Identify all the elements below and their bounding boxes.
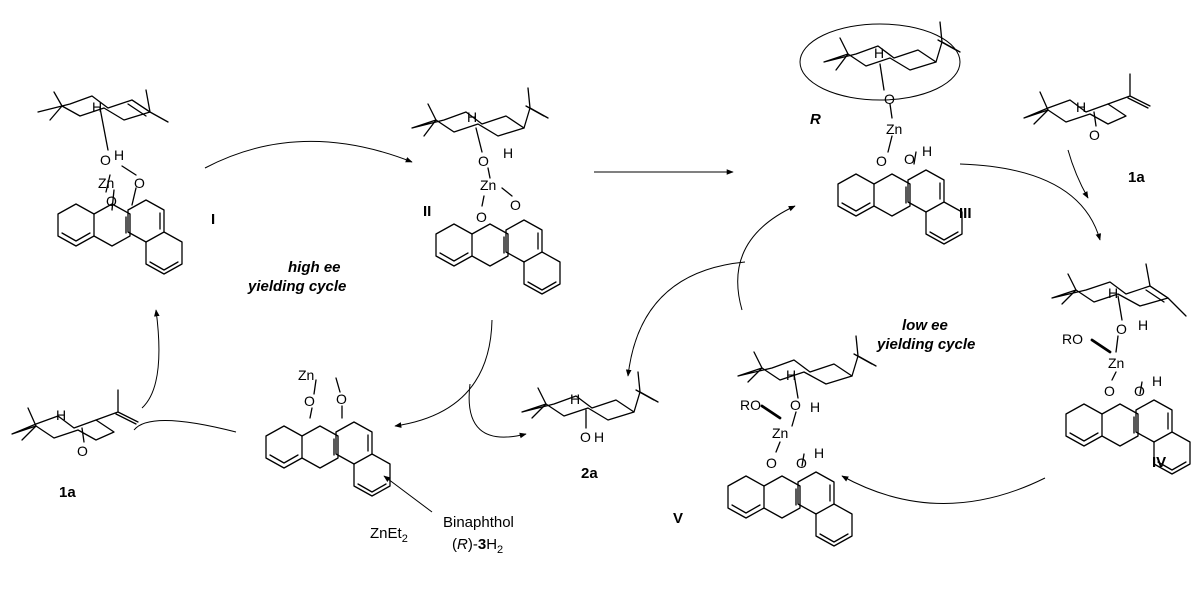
label-V: V (673, 510, 683, 527)
label-II: II (423, 203, 431, 220)
label-I: I (211, 211, 215, 228)
atom-H: H (786, 367, 796, 383)
atom-O: O (904, 151, 915, 167)
atom-O: O (304, 393, 315, 409)
atom-O: O (1134, 383, 1145, 399)
atom-Zn: Zn (298, 367, 314, 383)
atom-O: O (766, 455, 777, 471)
atom-H: H (503, 145, 513, 161)
label-III: III (959, 205, 972, 222)
atom-O: O (1089, 127, 1100, 143)
atom-O: O (580, 429, 591, 445)
atom-O: O (796, 455, 807, 471)
atom-RO: RO (740, 397, 761, 413)
atom-H: H (570, 391, 580, 407)
atom-O: O (1116, 321, 1127, 337)
structure-I: H O H Zn O O I (37, 89, 215, 275)
reaction-arrows (133, 140, 1102, 513)
atom-O: O (790, 397, 801, 413)
label-R: R (810, 111, 821, 128)
atom-Zn: Zn (886, 121, 902, 137)
atom-H: H (922, 143, 932, 159)
atom-O: O (1104, 383, 1115, 399)
structure-II: H O H Zn O O II (411, 87, 561, 295)
znet2-label: ZnEt2 (370, 525, 408, 545)
highlight-ellipse (799, 23, 961, 101)
atom-O: O (876, 153, 887, 169)
atom-Zn: Zn (98, 175, 114, 191)
label-1a-top: 1a (1128, 169, 1145, 186)
structure-2a: O H H 2a (521, 371, 659, 482)
atom-O: O (884, 91, 895, 107)
label-1a-bottom: 1a (59, 484, 76, 501)
atom-O: O (134, 175, 145, 191)
atom-H: H (1108, 285, 1118, 301)
atom-H: H (114, 147, 124, 163)
atom-H: H (814, 445, 824, 461)
atom-H: H (56, 407, 66, 423)
structure-III: H O Zn O O H R III (799, 21, 972, 245)
atom-H: H (1138, 317, 1148, 333)
low-ee-cycle-label: yielding cycle (876, 336, 975, 353)
atom-O: O (476, 209, 487, 225)
atom-Zn: Zn (772, 425, 788, 441)
atom-O: O (100, 152, 111, 168)
atom-RO: RO (1062, 331, 1083, 347)
atom-H: H (594, 429, 604, 445)
high-ee-cycle-label: yielding cycle (247, 278, 346, 295)
atom-H: H (874, 45, 884, 61)
atom-O: O (510, 197, 521, 213)
atom-O: O (77, 443, 88, 459)
structure-V: RO O H Zn O O H H V (673, 335, 877, 547)
atom-H: H (467, 109, 477, 125)
atom-H: H (810, 399, 820, 415)
atom-H: H (1152, 373, 1162, 389)
atom-O: O (478, 153, 489, 169)
structure-1a-bottom: O H 1a (11, 389, 139, 501)
zn-binaphtholate: Zn O O (265, 367, 391, 497)
atom-Zn: Zn (480, 177, 496, 193)
atom-H: H (1076, 99, 1086, 115)
binaphthol-label: Binaphthol (443, 514, 514, 531)
high-ee-label: high ee (288, 259, 341, 276)
r3h2-label: (R)-3H2 (452, 536, 503, 556)
label-IV: IV (1152, 454, 1166, 471)
low-ee-label: low ee (902, 317, 948, 334)
atom-Zn: Zn (1108, 355, 1124, 371)
structure-1a-top: O H 1a (1023, 73, 1151, 186)
atom-H: H (92, 99, 102, 115)
atom-O: O (336, 391, 347, 407)
structure-IV: RO O H Zn O O H H IV (1051, 263, 1191, 475)
label-2a: 2a (581, 465, 598, 482)
atom-O: O (106, 193, 117, 209)
